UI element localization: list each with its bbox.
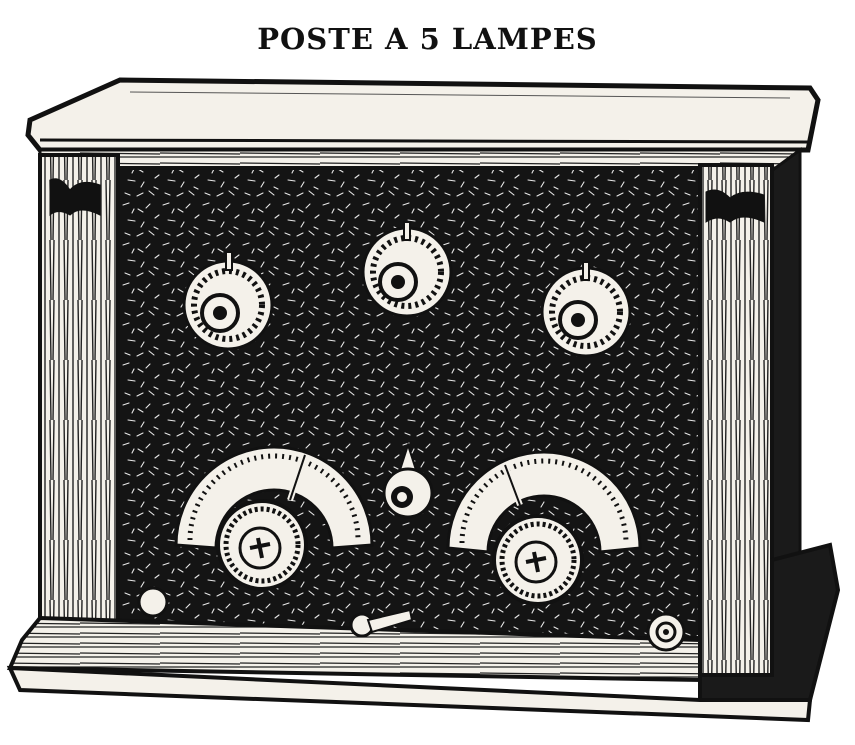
right-column (698, 163, 774, 677)
cabinet-base (6, 542, 841, 723)
cabinet-lid (25, 77, 821, 153)
tuning-knob-center (361, 221, 453, 318)
figure-caption: POSTE A 5 LAMPES (257, 22, 598, 56)
left-column (38, 153, 120, 637)
cabinet-side (768, 147, 802, 578)
graduated-dial-left (174, 445, 374, 591)
jack-socket (646, 612, 686, 652)
graduated-dial-right (446, 450, 642, 606)
tuning-knob-right (540, 261, 632, 358)
tuning-knob-left (182, 251, 274, 351)
switch-knob-left (137, 586, 169, 618)
toggle-switch (349, 608, 414, 638)
selector-knob (382, 441, 434, 519)
